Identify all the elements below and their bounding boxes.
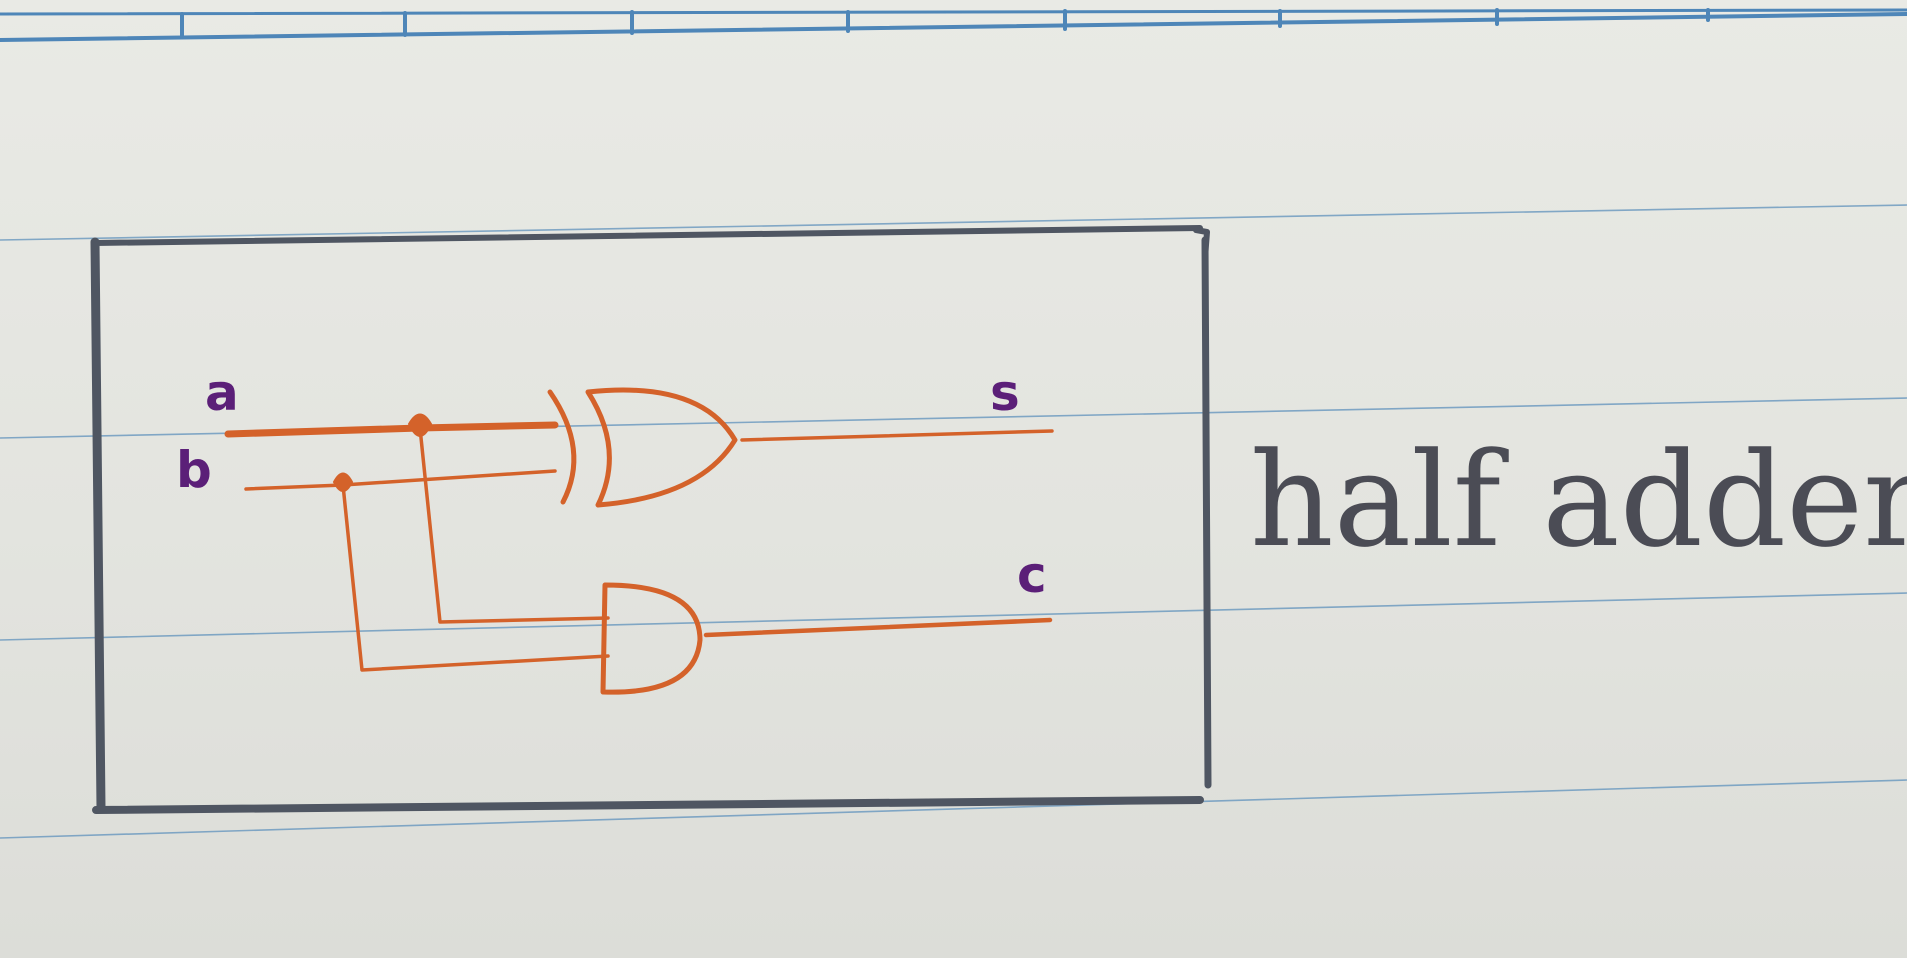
caption-half-adder: half adder	[1250, 424, 1907, 576]
and-gate	[600, 582, 703, 695]
input-label-a: a	[205, 364, 239, 422]
wire-a	[224, 421, 559, 438]
input-label-b: b	[176, 441, 212, 499]
xor-extra-arc	[547, 389, 577, 505]
junction-dots	[332, 413, 433, 492]
pencil-box	[90, 225, 1212, 814]
wire-b-branch	[341, 483, 610, 672]
and-body	[600, 582, 703, 695]
wire-carry-out	[703, 617, 1053, 638]
junction-b	[332, 472, 354, 492]
output-label-sum: s	[990, 364, 1020, 422]
notebook-header-rule	[0, 8, 1907, 42]
xor-gate	[547, 387, 738, 508]
wire-a-branch	[418, 426, 610, 624]
output-label-carry: c	[1017, 546, 1047, 604]
wire-sum-out	[740, 429, 1054, 442]
junction-a	[407, 413, 433, 437]
xor-body	[585, 387, 738, 508]
wire-b	[244, 469, 557, 491]
circuit-wires	[224, 421, 1054, 672]
